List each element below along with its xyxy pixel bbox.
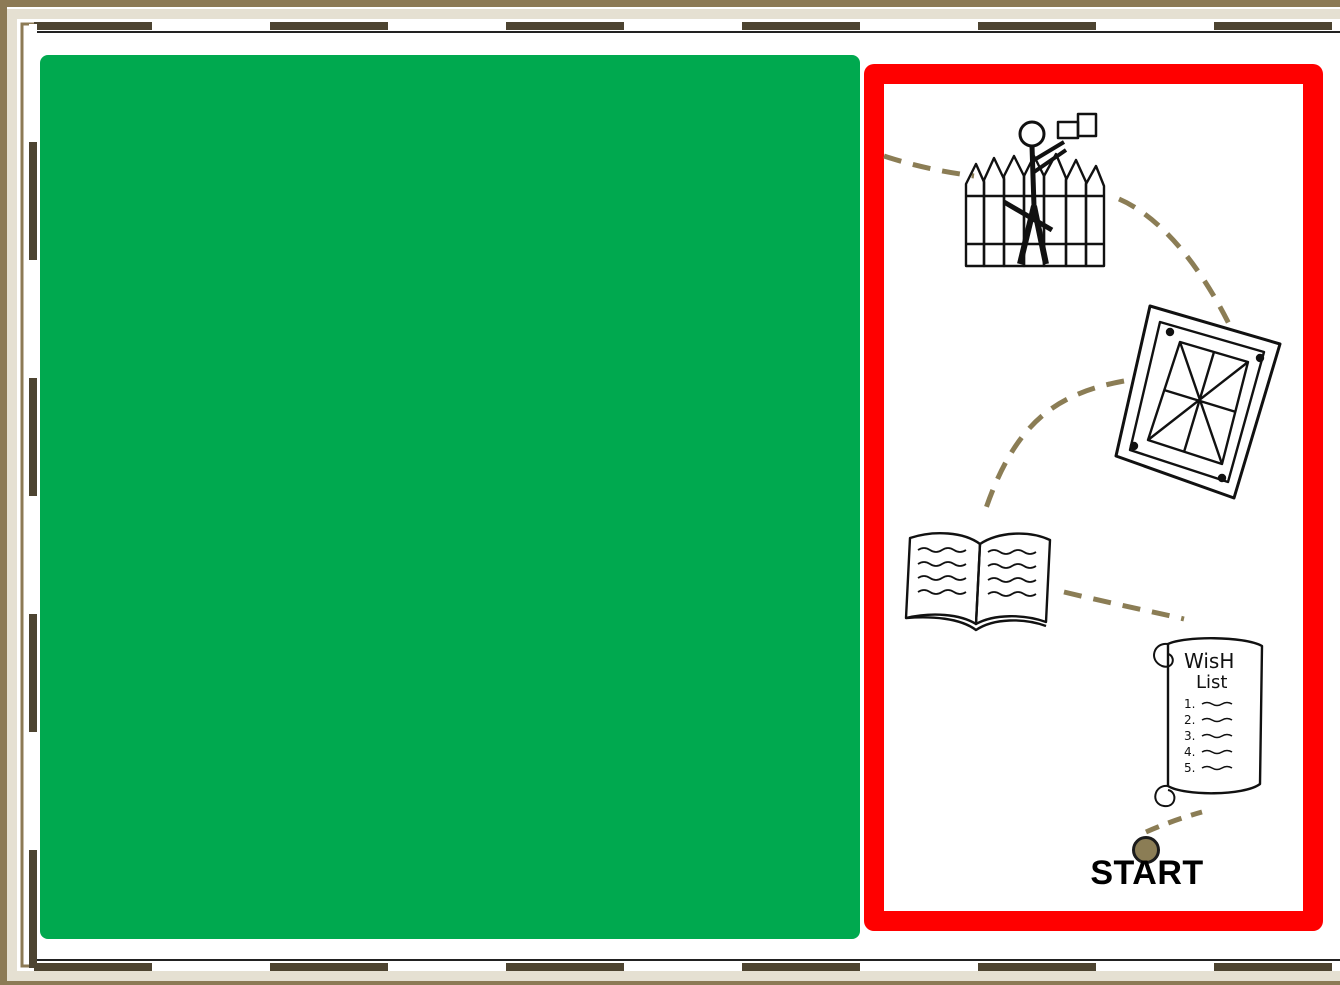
frame-track-left-segment [29, 24, 37, 142]
path-dash-4 [1064, 592, 1184, 619]
frame-track-top-segment [978, 22, 1096, 30]
adventure-map-panel: WisH List 1. 2. 3. 4. 5. START [864, 64, 1323, 931]
frame-track-bottom-segment [860, 963, 978, 971]
frame-track-left-segment [29, 260, 37, 378]
frame-track-left-segment [29, 614, 37, 732]
frame-track-top-segment [506, 22, 624, 30]
frame-track-left-segment [29, 496, 37, 614]
frame-track-left-segment [29, 732, 37, 850]
frame-track-left-segment [29, 378, 37, 496]
frame-track-top-segment [742, 22, 860, 30]
path-dash-2 [1119, 199, 1229, 324]
frame-track-top-segment [860, 22, 978, 30]
frame-track-top-segment [152, 22, 270, 30]
path-dash-1 [884, 156, 974, 176]
frame-track-left-segment [29, 850, 37, 968]
frame-track-top-segment [388, 22, 506, 30]
frame-track-bottom-segment [270, 963, 388, 971]
frame-track-bottom-segment [742, 963, 860, 971]
green-panel [40, 55, 860, 939]
window-frame-icon [1116, 306, 1280, 498]
frame-track-bottom-segment [624, 963, 742, 971]
frame-track-top-segment [1332, 22, 1340, 30]
frame-track-top-segment [624, 22, 742, 30]
wish-list-number-4: 4. [1184, 745, 1195, 759]
lookout-fence-icon [966, 114, 1104, 266]
frame-track-bottom-segment [388, 963, 506, 971]
map-drawing: WisH List 1. 2. 3. 4. 5. [884, 84, 1303, 911]
path-dash-5 [1146, 812, 1202, 832]
frame-track-bottom-segment [1214, 963, 1332, 971]
frame-track-top-segment [1214, 22, 1332, 30]
frame-track-left-segment [29, 142, 37, 260]
frame-track-top-segment [34, 22, 152, 30]
frame-track-top-segment [1096, 22, 1214, 30]
frame-track-bottom-segment [1332, 963, 1340, 971]
wish-list-number-5: 5. [1184, 761, 1195, 775]
frame-track-bottom-segment [152, 963, 270, 971]
frame-track-bottom-segment [506, 963, 624, 971]
start-label: START [1072, 854, 1222, 893]
wish-list-number-2: 2. [1184, 713, 1195, 727]
wish-list-number-3: 3. [1184, 729, 1195, 743]
frame-track-top-segment [270, 22, 388, 30]
frame-track-bottom-segment [1096, 963, 1214, 971]
frame-track-bottom-segment [34, 963, 152, 971]
wish-list-title: WisH [1184, 649, 1234, 673]
wish-list-number-1: 1. [1184, 697, 1195, 711]
frame-track-bottom-segment [978, 963, 1096, 971]
open-book-icon [906, 533, 1050, 630]
path-dash-3 [984, 381, 1124, 514]
wish-list-subtitle: List [1196, 672, 1227, 693]
